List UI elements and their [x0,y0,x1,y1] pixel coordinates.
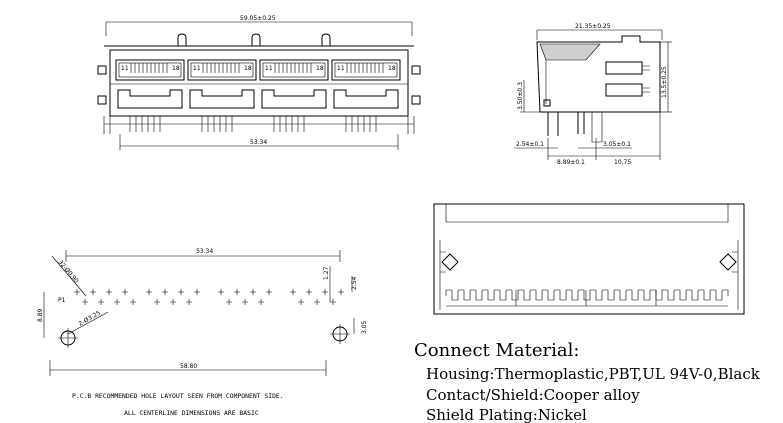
pcb-col-pitch: 2.54 [351,276,358,290]
front-pitch-label: 53.34 [250,139,267,146]
materials-housing: Housing:Thermoplastic,PBT,UL 94V-0,Black [426,365,761,383]
materials-heading: Connect Material: [414,340,579,361]
pcb-mount-hole-left [58,328,78,348]
pcb-hole-group-4 [290,289,344,305]
front-width-label: 59.05±0.25 [240,15,276,22]
front-port-2: 11 18 [187,59,257,109]
port-2-pin-right: 18 [244,65,252,72]
front-port-3: 11 18 [259,59,329,109]
pcb-pitch-label: 53.34 [196,248,213,255]
pcb-hole-spec-2: 2-Ø3.25 [78,310,102,328]
pcb-mount-hole-right [330,324,350,344]
materials-contact: Contact/Shield:Cooper alloy [426,386,640,404]
materials-plating: Shield Plating:Nickel [426,406,587,423]
side-view: 21.35±0.25 13.5±0.25 3.50±0.3 2.54±0.1 3… [514,23,672,166]
port-3-pin-right: 18 [316,65,324,72]
pcb-hole-group-1 [74,289,136,305]
side-height-label: 13.5±0.25 [661,66,668,98]
side-pin-height-label: 3.50±0.3 [517,82,524,110]
pcb-pin-one: P1 [58,297,66,304]
materials-block: Connect Material: Housing:Thermoplastic,… [414,340,761,423]
pcb-row-pitch: 1.27 [323,266,330,280]
side-pin-spacing-label: 3.05±0.1 [603,141,631,148]
side-left-offset-label: 2.54±0.1 [516,141,544,148]
side-rear-label: 10.75 [614,159,631,166]
pcb-layout: 53.34 32-Ø0.90 2-Ø3.25 P1 1.27 2.54 [37,248,368,417]
port-2-pin-left: 11 [193,65,201,72]
port-1-pin-left: 11 [121,65,129,72]
side-depth-label: 8.89±0.1 [557,159,585,166]
port-3-pin-left: 11 [265,65,273,72]
pcb-hole-spec-1: 32-Ø0.90 [56,259,79,285]
front-port-1: 11 18 [115,59,185,109]
pcb-hole-group-2 [146,289,200,305]
side-top-label: 21.35±0.25 [575,23,611,30]
port-4-pin-left: 11 [337,65,345,72]
pcb-note-line-1: P.C.B RECOMMENDED HOLE LAYOUT SEEN FROM … [72,392,284,400]
port-1-pin-right: 18 [172,65,180,72]
pcb-span-label: 58.80 [180,363,197,370]
pcb-note-line-2: ALL CENTERLINE DIMENSIONS ARE BASIC [124,409,259,417]
pcb-mount-offset: 3.05 [361,320,368,334]
pcb-offset-label: 8.89 [37,308,44,322]
front-port-4: 11 18 [331,59,401,109]
port-4-pin-right: 18 [388,65,396,72]
bottom-view [433,203,745,315]
pcb-hole-group-3 [218,289,272,305]
front-view: 59.05±0.25 11 18 11 18 [97,15,421,150]
